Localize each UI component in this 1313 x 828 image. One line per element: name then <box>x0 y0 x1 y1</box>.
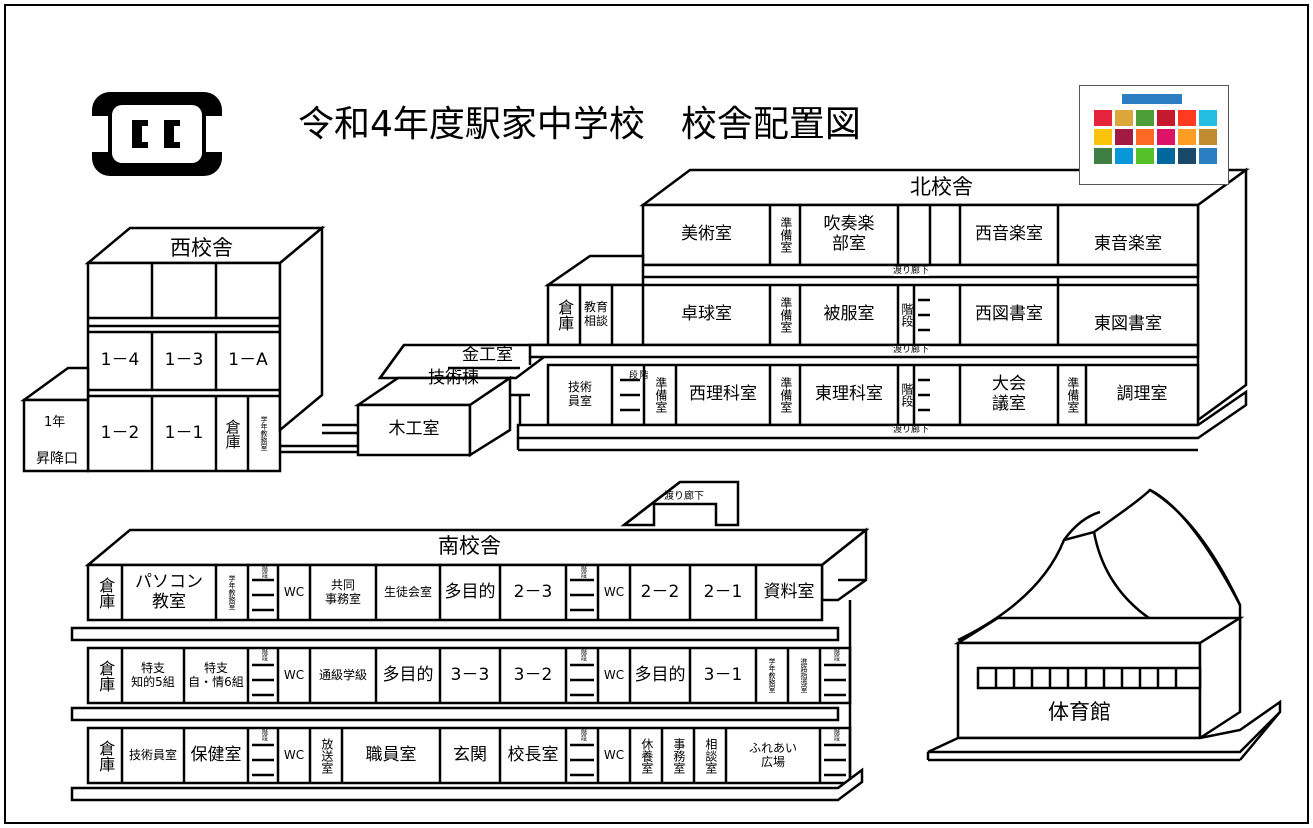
room-1-2: 1－2 <box>100 422 140 443</box>
stairs-north-2: 階段 <box>627 369 648 379</box>
corridor-label-south: 渡り廊下 <box>664 491 704 502</box>
south-building <box>70 480 870 802</box>
stairs-s1-c: 階段 <box>832 729 840 741</box>
room-cooking: 調理室 <box>1116 384 1168 405</box>
wc-s3-a: WC <box>283 584 305 599</box>
room-s2-grade-office: 学年教務室 <box>768 658 777 693</box>
room-prep-2: 準備室 <box>778 297 793 333</box>
wc-s3-b: WC <box>603 584 625 599</box>
room-technician: 技術 員室 <box>567 380 592 408</box>
room-prep-3: 準備室 <box>653 377 668 413</box>
room-east-library: 東図書室 <box>1094 314 1162 335</box>
gym-name: 体育館 <box>1048 700 1111 724</box>
wc-s1-a: WC <box>283 747 305 762</box>
room-woodwork: 木工室 <box>388 419 440 440</box>
room-1-4: 1－4 <box>100 350 140 371</box>
corridor-label-3: 渡り廊下 <box>893 425 930 435</box>
room-nurse: 保健室 <box>190 744 242 765</box>
tech-building-name: 技術棟 <box>428 368 479 388</box>
room-prep-1: 準備室 <box>778 217 793 253</box>
room-3-2: 3－2 <box>513 664 553 685</box>
stairs-s2-c: 階段 <box>832 649 840 661</box>
room-1-3: 1－3 <box>164 350 204 371</box>
stairs-north-1: 階段 <box>899 303 914 327</box>
room-multipurpose-3f: 多目的 <box>444 581 496 602</box>
room-staff: 職員室 <box>365 744 417 765</box>
room-fureai-plaza: ふれあい 広場 <box>748 740 797 769</box>
stairs-north-3: 階段 <box>899 383 914 407</box>
north-building-name: 北校舎 <box>910 175 973 199</box>
south-building-name: 南校舎 <box>438 534 501 558</box>
room-multipurpose-2f-b: 多目的 <box>634 664 686 685</box>
room-rest: 休養室 <box>639 737 654 774</box>
room-1-1: 1－1 <box>164 422 204 443</box>
room-2-2: 2－2 <box>640 581 680 602</box>
corridor-label-2: 渡り廊下 <box>893 345 930 355</box>
room-s3-storage: 倉庫 <box>96 576 116 609</box>
room-west-library: 西図書室 <box>975 304 1043 325</box>
room-principal: 校長室 <box>507 744 559 765</box>
west-building-name: 西校舎 <box>170 236 233 260</box>
room-office: 事務室 <box>671 737 686 774</box>
wc-s1-b: WC <box>603 747 625 762</box>
room-prep-5: 準備室 <box>1065 377 1080 413</box>
room-east-music: 東音楽室 <box>1094 234 1162 255</box>
page-title: 令和4年度駅家中学校 校舎配置図 <box>298 104 861 145</box>
entrance-label-name: 昇降口 <box>36 451 78 467</box>
entrance-label-year: 1年 <box>44 415 66 430</box>
room-special-support-6: 特支 自・情6組 <box>188 660 244 689</box>
room-conference: 大会 議室 <box>992 374 1026 414</box>
room-2-1: 2－1 <box>703 581 743 602</box>
sdgs-goals-badge-icon <box>1079 85 1229 185</box>
room-career-guidance: 進路指導室 <box>800 658 809 693</box>
room-consultation: 相談室 <box>703 737 718 774</box>
room-art: 美術室 <box>681 224 732 245</box>
school-emblem-icon <box>92 92 222 176</box>
room-west-storage: 倉庫 <box>223 418 242 449</box>
tech-building <box>353 343 564 458</box>
room-east-science: 東理科室 <box>815 384 883 405</box>
corridor-label-1: 渡り廊下 <box>893 266 930 276</box>
wc-s2-b: WC <box>603 667 625 682</box>
metalwork-room-label: 金工室 <box>462 345 513 365</box>
room-north-storage: 倉庫 <box>555 299 575 331</box>
gym-building <box>926 488 1282 762</box>
stairs-s3-b: 階段 <box>579 566 587 578</box>
room-brass-band: 吹奏楽 部室 <box>823 214 875 254</box>
west-building <box>20 225 360 473</box>
room-2-3: 2－3 <box>513 581 553 602</box>
room-joint-office: 共同 事務室 <box>324 577 361 606</box>
room-resource-class: 通級学級 <box>318 667 367 682</box>
room-archives: 資料室 <box>763 581 815 602</box>
room-counseling: 教育 相談 <box>583 300 608 328</box>
room-west-music: 西音楽室 <box>975 224 1043 245</box>
room-table-tennis: 卓球室 <box>681 304 732 325</box>
room-s1-storage: 倉庫 <box>96 739 116 772</box>
room-s3-grade-office: 学年教務室 <box>228 575 237 610</box>
room-computer: パソコン 教室 <box>135 571 203 612</box>
stairs-s1-a: 階段 <box>260 729 268 741</box>
room-3-3: 3－3 <box>450 664 490 685</box>
stairs-s1-b: 階段 <box>579 729 587 741</box>
room-broadcast: 放送室 <box>319 737 334 774</box>
room-west-grade-office: 学年教務室 <box>260 416 269 451</box>
room-entrance: 玄関 <box>453 744 487 765</box>
room-west-science: 西理科室 <box>689 384 757 405</box>
room-multipurpose-2f-a: 多目的 <box>382 664 434 685</box>
room-s2-storage: 倉庫 <box>96 659 116 692</box>
room-prep-4: 準備室 <box>778 377 793 413</box>
room-s1-technician: 技術員室 <box>128 747 177 762</box>
stairs-s2-b: 階段 <box>579 649 587 661</box>
room-3-1: 3－1 <box>703 664 743 685</box>
wc-s2-a: WC <box>283 667 305 682</box>
room-sewing: 被服室 <box>823 304 875 325</box>
room-special-support-5: 特支 知的5組 <box>131 660 175 689</box>
room-student-council: 生徒会室 <box>383 584 432 599</box>
room-1-a: 1－A <box>228 350 268 371</box>
stairs-s2-a: 階段 <box>260 649 268 661</box>
stairs-s3-a: 階段 <box>260 566 268 578</box>
